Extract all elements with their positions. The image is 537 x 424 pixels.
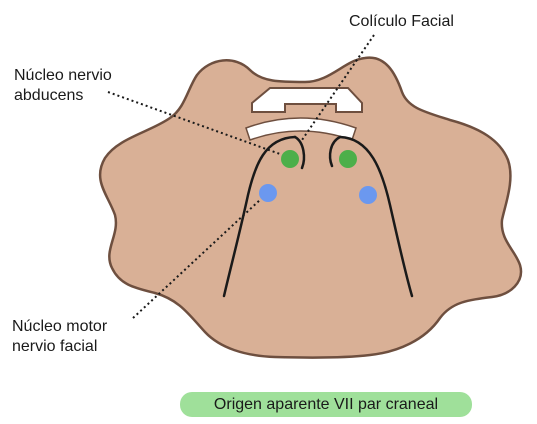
right-motor-facial-nucleus (359, 186, 377, 204)
label-nucleo-motor-line2: nervio facial (12, 337, 107, 357)
label-nucleo-abducens-line1: Núcleo nervio (14, 66, 112, 86)
left-abducens-nucleus (281, 150, 299, 168)
caption-badge-text: Origen aparente VII par craneal (214, 396, 438, 413)
label-nucleo-motor-facial: Núcleo motor nervio facial (12, 317, 107, 357)
caption-badge: Origen aparente VII par craneal (180, 392, 472, 417)
left-motor-facial-nucleus (259, 184, 277, 202)
right-abducens-nucleus (339, 150, 357, 168)
label-nucleo-motor-line1: Núcleo motor (12, 317, 107, 337)
label-coliculo-facial: Colículo Facial (349, 12, 454, 32)
label-coliculo-facial-text: Colículo Facial (349, 12, 454, 32)
label-nucleo-abducens: Núcleo nervio abducens (14, 66, 112, 106)
label-nucleo-abducens-line2: abducens (14, 86, 112, 106)
